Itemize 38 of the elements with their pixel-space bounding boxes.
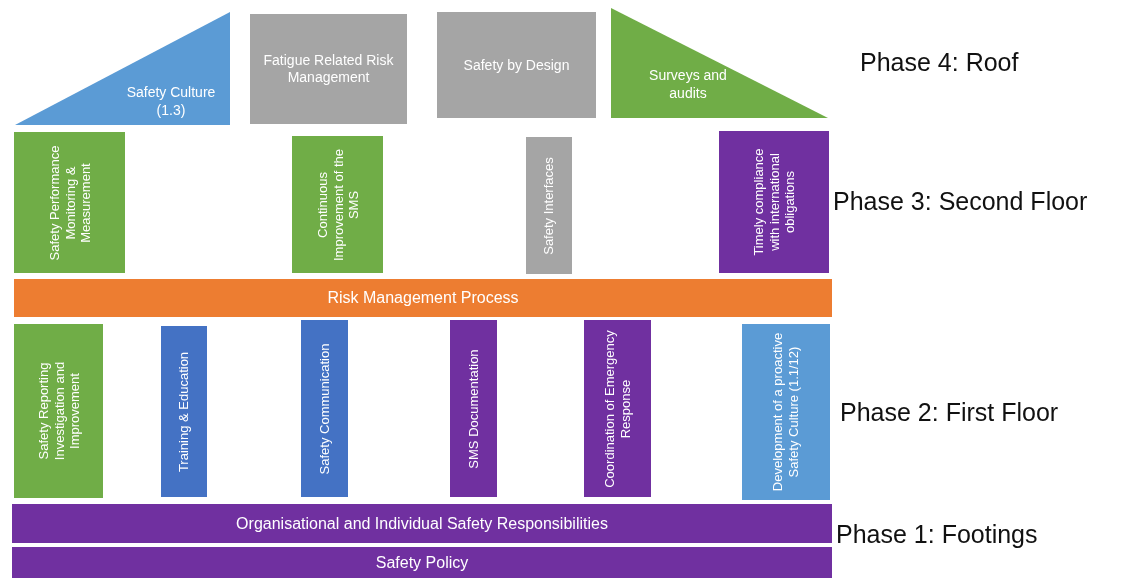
roof-box [437, 12, 596, 118]
pillar [161, 326, 207, 497]
roof-box [250, 14, 407, 124]
pillar [301, 320, 348, 497]
pillar [14, 324, 103, 498]
pillar [742, 324, 830, 500]
pillar [526, 137, 572, 274]
roof-label: Fatigue Related Risk Management [262, 52, 395, 86]
pillar-label: Safety Performance Monitoring & Measurement [46, 144, 93, 262]
floor-label: Risk Management Process [327, 288, 519, 308]
pillar [584, 320, 651, 497]
pillar-label: Safety Interfaces [541, 155, 557, 257]
pillar-label: Training & Education [176, 350, 192, 474]
roof-label: Safety by Design [462, 56, 571, 74]
pillar-label: Safety Reporting Investigation and Improvement [35, 360, 82, 463]
phase-label: Phase 2: First Floor [840, 398, 1059, 427]
floor-bar [14, 279, 832, 317]
roof-label: Safety Culture (1.3) [125, 82, 217, 120]
phase-label: Phase 1: Footings [836, 520, 1038, 549]
pillar-label: Continuous Improvement of the SMS [314, 147, 361, 263]
pillar [14, 132, 125, 273]
floor-label: Safety Policy [375, 552, 469, 573]
pillar [292, 136, 383, 273]
roof-triangle [611, 8, 828, 118]
pillar-label: SMS Documentation [465, 347, 482, 471]
phase-label: Phase 4: Roof [860, 48, 1019, 77]
pillar-label: Timely compliance with international obligations [750, 147, 798, 258]
pillar [450, 320, 497, 497]
floor-bar [12, 547, 832, 578]
roof-label: Surveys and audits [648, 65, 728, 103]
pillar-label: Coordination of Emergency Response [601, 328, 634, 490]
pillar-label: Safety Communication [316, 342, 333, 476]
roof-triangle [15, 12, 230, 125]
floor-label: Organisational and Individual Safety Responsibilities [236, 513, 608, 534]
phase-label: Phase 3: Second Floor [833, 187, 1088, 216]
floor-bar [12, 504, 832, 543]
pillar [719, 131, 829, 273]
pillar-label: Development of a proactive Safety Culture (1.1/12) [770, 331, 802, 494]
